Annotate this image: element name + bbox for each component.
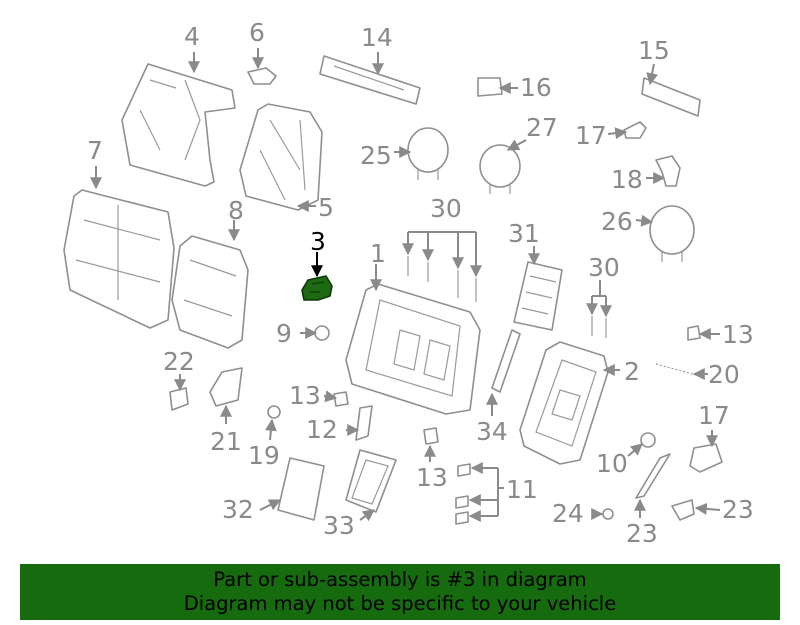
part-23-strap (635, 453, 671, 499)
callout-26: 24 (552, 499, 584, 528)
banner-line-1: Part or sub-assembly is #3 in diagram (213, 568, 587, 591)
part-4-seatback-cover-left (121, 63, 236, 187)
callout-22: 21 (210, 427, 242, 456)
part-14-panel (319, 55, 421, 105)
part-20-spring (655, 363, 701, 377)
part-18-guide (655, 155, 681, 187)
part-1-seatback-frame-left (345, 283, 481, 415)
part-8-seatback-cushion-right (171, 235, 249, 349)
callout-13-mid: 13 (289, 381, 321, 410)
callout-3: 3 (310, 227, 326, 256)
callout-10: 10 (596, 449, 628, 478)
part-9-nut (314, 325, 330, 341)
callout-29: 27 (526, 113, 558, 142)
part-5-seatback-cover-right (239, 103, 323, 211)
part-16-switch (477, 77, 503, 97)
callout-13-low: 13 (416, 463, 448, 492)
callout-15: 15 (638, 36, 670, 65)
callout-8: 8 (228, 196, 244, 225)
info-banner: Part or sub-assembly is #3 in diagram Di… (20, 564, 780, 620)
part-24-hinge (169, 387, 189, 411)
part-30-bolts-right (591, 316, 607, 338)
callout-25: 23 (722, 495, 754, 524)
part-19-bracket (689, 443, 723, 473)
callout-27: 25 (360, 141, 392, 170)
part-27-headrest (407, 127, 449, 180)
callout-12: 12 (306, 415, 338, 444)
callout-13-right: 13 (722, 320, 754, 349)
callout-4: 4 (184, 22, 200, 51)
callout-32: 33 (323, 511, 355, 540)
callout-9: 9 (276, 319, 292, 348)
callout-2: 2 (624, 357, 640, 386)
part-31-pad (277, 457, 325, 521)
callout-7: 7 (87, 136, 103, 165)
callout-labels: 4 6 14 15 16 17 18 25 27 26 7 8 5 3 1 30… (87, 18, 754, 540)
callout-6: 6 (249, 18, 265, 47)
part-29-headrest (479, 144, 521, 194)
part-33-panel (513, 261, 563, 331)
callout-31: 32 (222, 495, 254, 524)
part-17-clip (623, 121, 647, 139)
callout-28: 26 (601, 207, 633, 236)
callout-33: 31 (508, 219, 540, 248)
callout-17: 17 (575, 121, 607, 150)
part-25-bracket (671, 499, 695, 521)
part-22-trim (209, 367, 243, 407)
part-32-pad (345, 449, 397, 513)
callout-21: 19 (248, 441, 280, 470)
banner-line-2: Diagram may not be specific to your vehi… (183, 592, 617, 615)
callout-23-text: 23 (626, 519, 658, 548)
callout-11: 11 (506, 475, 538, 504)
part-2-seatback-frame-right (519, 341, 609, 465)
callout-24: 22 (163, 347, 195, 376)
part-34-strip (491, 329, 521, 393)
part-11-clips (455, 463, 471, 525)
parts-diagram: 4 6 14 15 16 17 18 25 27 26 7 8 5 3 1 30… (63, 18, 754, 548)
part-7-seatback-cushion-left (63, 189, 175, 329)
callout-16: 16 (520, 73, 552, 102)
part-28-headrest (649, 205, 695, 262)
part-10-grommet (640, 432, 656, 448)
callout-5: 5 (318, 193, 334, 222)
part-30-bolts-top (407, 256, 477, 302)
leader-lines (90, 48, 721, 522)
callout-20: 20 (708, 360, 740, 389)
callout-18: 18 (611, 165, 643, 194)
part-12-latch (355, 405, 373, 441)
callout-30-top: 30 (430, 194, 462, 223)
callout-14: 14 (361, 23, 393, 52)
callout-1: 1 (370, 239, 386, 268)
part-21-washer (267, 405, 281, 419)
callout-30-right: 30 (588, 253, 620, 282)
callout-19: 17 (698, 401, 730, 430)
part-13-clips (333, 325, 701, 445)
part-3-bracket (301, 275, 333, 301)
callout-34: 34 (476, 417, 508, 446)
part-6-clip (247, 67, 277, 85)
part-15-panel (641, 77, 701, 117)
part-26-nut (602, 508, 614, 520)
